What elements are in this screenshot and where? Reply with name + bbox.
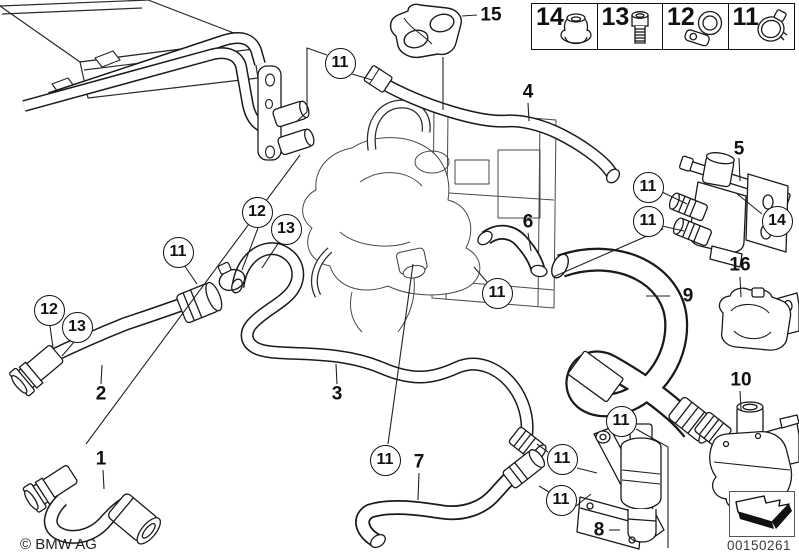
callout-11[interactable]: 11 (369, 444, 401, 476)
part-label-9[interactable]: 9 (682, 285, 694, 307)
callout-11[interactable]: 11 (605, 405, 637, 437)
callout-13[interactable]: 13 (61, 311, 93, 343)
hose-9-drawing (551, 247, 718, 444)
callout-11[interactable]: 11 (632, 171, 664, 203)
legend-number: 13 (601, 3, 630, 31)
callout-12[interactable]: 12 (241, 196, 273, 228)
part-label-10[interactable]: 10 (730, 369, 752, 391)
part-label-5[interactable]: 5 (733, 138, 745, 160)
legend-cell-12[interactable]: 12 (663, 3, 729, 49)
valve-5-drawing (668, 152, 791, 268)
callout-13[interactable]: 13 (270, 213, 302, 245)
part-label-3[interactable]: 3 (331, 383, 343, 405)
hose-4-drawing (363, 65, 621, 184)
part-label-2[interactable]: 2 (95, 383, 107, 405)
callout-12[interactable]: 12 (33, 294, 65, 326)
direction-arrow-icon (735, 495, 792, 529)
aux-heater-unit-drawing (302, 99, 557, 333)
hose-1-drawing (22, 465, 162, 545)
callout-11[interactable]: 11 (545, 484, 577, 516)
part-label-1[interactable]: 1 (95, 448, 107, 470)
clip-icon (683, 10, 722, 47)
callout-14[interactable]: 14 (761, 205, 793, 237)
hose-7-drawing (355, 449, 546, 549)
part-label-16[interactable]: 16 (729, 254, 751, 276)
heater-core-drawing (0, 0, 315, 161)
callout-11[interactable]: 11 (162, 236, 194, 268)
legend-cell-11[interactable]: 11 (729, 3, 795, 49)
grommet-icon (559, 13, 592, 45)
document-number: 00150261 (727, 538, 792, 553)
legend-number: 12 (667, 3, 695, 31)
legend-number: 14 (536, 3, 564, 31)
valve-8-drawing (576, 423, 665, 550)
part-label-7[interactable]: 7 (413, 451, 425, 473)
legend-cell-14[interactable]: 14 (532, 3, 598, 49)
part-15-drawing (389, 3, 463, 59)
callout-11[interactable]: 11 (632, 205, 664, 237)
pump-10-drawing (694, 401, 799, 514)
hose-clamp-icon (757, 9, 788, 42)
callout-11[interactable]: 11 (481, 277, 513, 309)
part-16-drawing (718, 287, 799, 351)
legend-number: 11 (732, 3, 759, 31)
callout-11[interactable]: 11 (324, 47, 356, 79)
legend-table: 14 13 12 (531, 3, 795, 50)
hose-6-drawing (477, 224, 548, 278)
leader-lines (49, 14, 763, 548)
copyright-text: © BMW AG (20, 536, 97, 553)
part-label-6[interactable]: 6 (522, 211, 534, 233)
part-label-15[interactable]: 15 (480, 4, 502, 26)
legend-cell-13[interactable]: 13 (598, 3, 663, 49)
bolt-icon (631, 11, 649, 44)
callout-11[interactable]: 11 (546, 443, 578, 475)
hose-2-drawing (9, 281, 223, 397)
direction-arrow-box (729, 491, 795, 537)
part-label-4[interactable]: 4 (522, 81, 534, 103)
part-label-8[interactable]: 8 (593, 519, 605, 541)
